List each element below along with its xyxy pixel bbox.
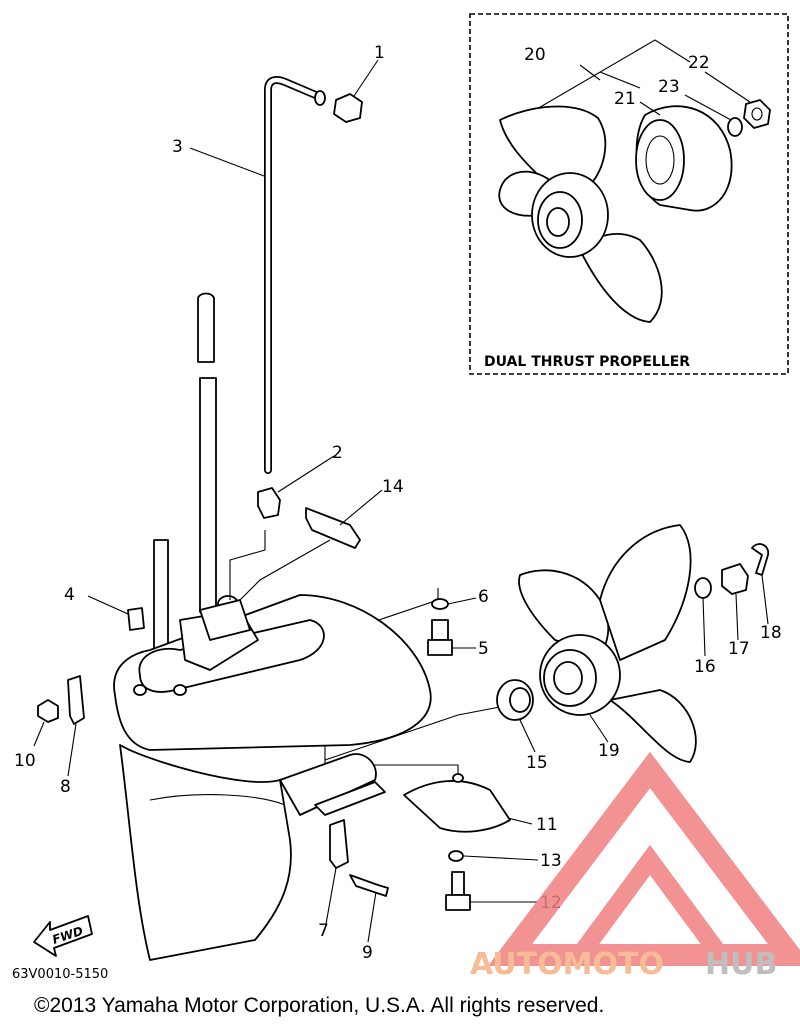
spacer-15 [496,679,534,721]
seal-2 [257,487,281,519]
bolt-5 [427,619,453,656]
automotohub-watermark: AUTOMOTO HUB [470,751,800,982]
inset-propeller-blade-bottom [579,233,663,323]
screw-9 [349,874,389,897]
part-14 [305,507,361,549]
callout-11: 11 [536,815,558,835]
inset-propeller-blade-top [499,105,607,191]
callout-13: 13 [540,851,562,871]
anode-7 [329,819,349,869]
copyright-notice: ©2013 Yamaha Motor Corporation, U.S.A. A… [34,994,604,1017]
callout-1: 1 [374,43,385,63]
callout-2: 2 [332,443,343,463]
callout-7: 7 [318,921,329,941]
callout-5: 5 [478,639,489,659]
callout-4: 4 [64,585,75,605]
callout-8: 8 [60,777,71,797]
callout-20: 20 [524,45,546,65]
inset-title: DUAL THRUST PROPELLER [484,354,690,370]
dowel-pin-4 [127,607,145,631]
callout-3: 3 [172,137,183,157]
callout-19: 19 [598,741,620,761]
washer-13 [448,850,464,862]
anode-8 [67,675,85,725]
inset-washer-23 [727,117,743,137]
callout-leaders [33,59,769,943]
dual-thrust-inset: DUAL THRUST PROPELLER [469,13,789,375]
callout-21: 21 [614,89,636,109]
callout-17: 17 [728,639,750,659]
callout-15: 15 [526,753,548,773]
trim-tab-11 [403,780,511,833]
watermark-logo-icon [487,751,800,966]
watermark-text-auto: AUTOMOTO [470,947,664,982]
grommet-1 [333,93,363,123]
fwd-arrow: FWD [33,915,93,957]
propeller-19 [518,524,697,763]
drawing-code: 63V0010-5150 [12,967,108,982]
callout-14: 14 [382,477,404,497]
nut-17 [721,563,749,595]
water-tube-3 [264,76,326,474]
washer-6 [431,598,449,610]
nut-10 [37,699,59,723]
lower-unit-housing [113,594,432,961]
bracket-20 [517,39,691,121]
washer-16 [694,577,712,599]
callout-6: 6 [478,587,489,607]
inset-nut-22 [743,99,771,129]
bolt-12 [445,871,471,911]
callout-18: 18 [760,623,782,643]
callout-10: 10 [14,751,36,771]
callout-23: 23 [658,77,680,97]
inset-border [469,13,789,375]
watermark-text-hub: HUB [705,947,777,982]
callout-16: 16 [694,657,716,677]
callout-22: 22 [688,53,710,73]
cotter-pin-18 [751,543,770,576]
callout-9: 9 [362,943,373,963]
